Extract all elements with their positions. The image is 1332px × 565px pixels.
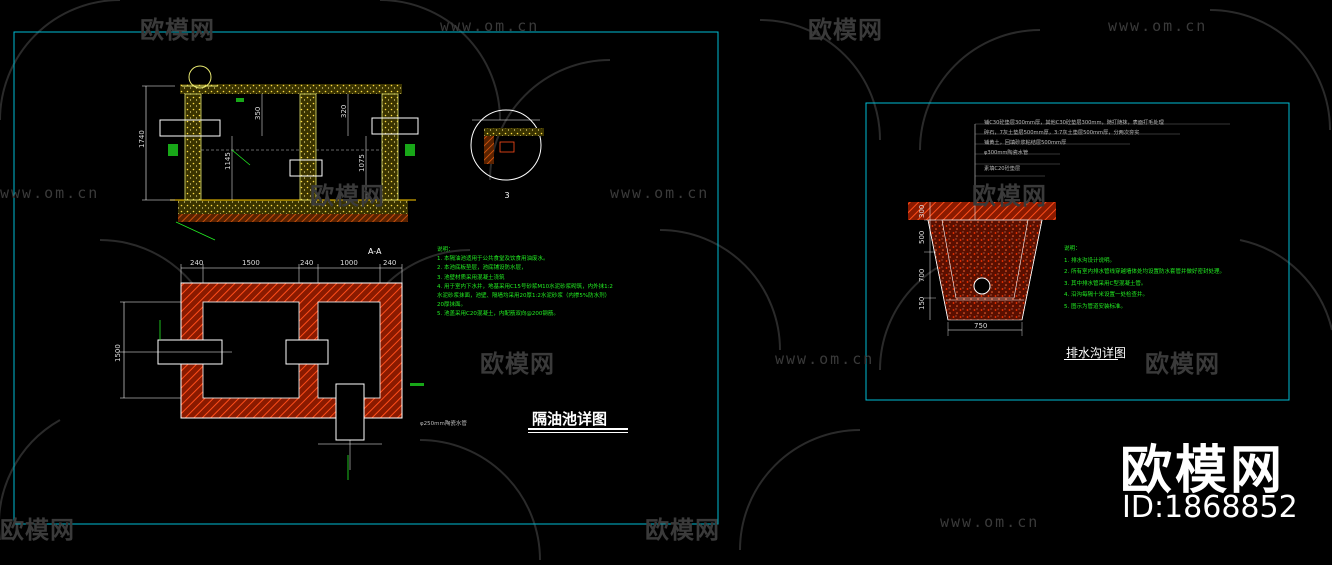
title-underline — [528, 432, 628, 433]
dim-1740: 1740 — [138, 130, 146, 148]
oil-trap-notes: 说明： 1. 本隔油池适用于公共食堂及饮食用油废水。 2. 本池底板垫层，池底铺… — [437, 246, 613, 320]
watermark-url: www.om.cn — [1108, 17, 1208, 35]
watermark-brand: 欧模网 — [972, 182, 1047, 210]
ditch-layer-note: 铺C30砼垫层300mm厚，其他C30砼垫层300mm，随打随抹，表面打毛处理 — [984, 120, 1164, 126]
corner-id: ID:1868852 — [1122, 490, 1298, 525]
ditch-dim-500: 500 — [918, 231, 926, 244]
sheet-frame-right — [865, 102, 1290, 401]
drain-ditch-title: 排水沟详图 — [1066, 346, 1127, 360]
plan-dim-2: 1500 — [242, 259, 260, 267]
watermark-brand: 欧模网 — [140, 16, 215, 44]
detail-label: 3 — [504, 191, 509, 200]
ditch-dim-300: 300 — [918, 205, 926, 218]
plan-dim-4: 1000 — [340, 259, 358, 267]
title-underline — [528, 428, 628, 430]
title-underline — [1064, 359, 1118, 360]
ditch-dim-750: 750 — [974, 322, 987, 330]
watermark-brand: 欧模网 — [480, 350, 555, 378]
oil-trap-title: 隔油池详图 — [532, 410, 608, 428]
oil-trap-section-view — [142, 65, 419, 241]
notes-heading: 说明： — [437, 247, 454, 253]
ditch-layer-note: 铺黄土，回填砂浆粘结层500mm厚 — [984, 140, 1067, 146]
watermark-url: www.om.cn — [775, 350, 875, 368]
section-label: A-A — [368, 247, 382, 256]
dim-1075: 1075 — [358, 154, 366, 172]
note-line: 5. 池盖采用C20混凝土，内配筋双向@200钢筋。 — [437, 311, 559, 318]
plan-dim-height: 1500 — [114, 344, 122, 362]
note-line: 3. 池壁材质采用混凝土浇筑 — [437, 274, 505, 281]
note-line: 20厚抹面。 — [437, 302, 466, 309]
ditch-notes: 说明： 1. 排水沟设计说明。 2. 所有室内排水管线穿越墙体处均设置防水套管并… — [1064, 244, 1225, 313]
ditch-dim-150: 150 — [918, 297, 926, 310]
watermark-url: www.om.cn — [940, 513, 1040, 531]
oil-trap-plan-view — [118, 264, 424, 480]
watermark-brand: 欧模网 — [645, 516, 720, 544]
dim-320: 320 — [340, 105, 348, 118]
note-line: 4. 用于室内下水井，地基采用C15号砂浆M10水泥砂浆砌筑，内外抹1:2 — [437, 283, 613, 290]
plan-dim-3: 240 — [300, 259, 313, 267]
notes-heading: 说明： — [1064, 246, 1081, 252]
detail-callout-3 — [470, 109, 544, 181]
note-line: 3. 其中排水管采用C型混凝土管。 — [1064, 280, 1147, 287]
note-line: 1. 排水沟设计说明。 — [1064, 257, 1115, 264]
dim-350: 350 — [254, 107, 262, 120]
note-line: 1. 本隔油池适用于公共食堂及饮食用油废水。 — [437, 256, 549, 263]
sheet-frame-left — [13, 31, 719, 525]
drain-ditch-section — [908, 123, 1230, 336]
watermark-url: www.om.cn — [0, 184, 100, 202]
watermark-brand: 欧模网 — [1145, 350, 1220, 378]
watermark-brand: 欧模网 — [808, 16, 883, 44]
watermark-url: www.om.cn — [440, 17, 540, 35]
watermark-url: www.om.cn — [610, 184, 710, 202]
corner-brand: 欧模网 — [1120, 441, 1286, 501]
note-line: 5. 图示为管道安装标准。 — [1064, 303, 1126, 310]
ditch-dim-700: 700 — [918, 269, 926, 282]
pipe-label: φ250mm陶瓷水管 — [420, 419, 467, 427]
ditch-layer-note: 素填C20砼垫层 — [984, 166, 1021, 172]
ditch-layer-note: φ300mm陶瓷水管 — [984, 150, 1029, 156]
plan-dim-5: 240 — [383, 259, 396, 267]
note-line: 4. 沿沟每隔十米设置一处检查井。 — [1064, 292, 1148, 298]
watermark-brand: 欧模网 — [310, 182, 385, 210]
dim-1145: 1145 — [224, 152, 232, 170]
note-line: 2. 本池底板垫层，池底铺设防水层， — [437, 265, 527, 272]
ditch-layer-note: 碎石，7灰土垫层500mm厚，3:7灰土垫层500mm厚，分两次夯实 — [984, 130, 1140, 136]
note-line: 水泥砂浆抹面，池壁、隔墙均采用20厚1:2水泥砂浆（内掺5%防水剂） — [437, 293, 611, 300]
note-line: 2. 所有室内排水管线穿越墙体处均设置防水套管并做好密封处理。 — [1064, 269, 1225, 275]
watermark-brand: 欧模网 — [0, 516, 75, 544]
plan-dim-1: 240 — [190, 259, 203, 267]
